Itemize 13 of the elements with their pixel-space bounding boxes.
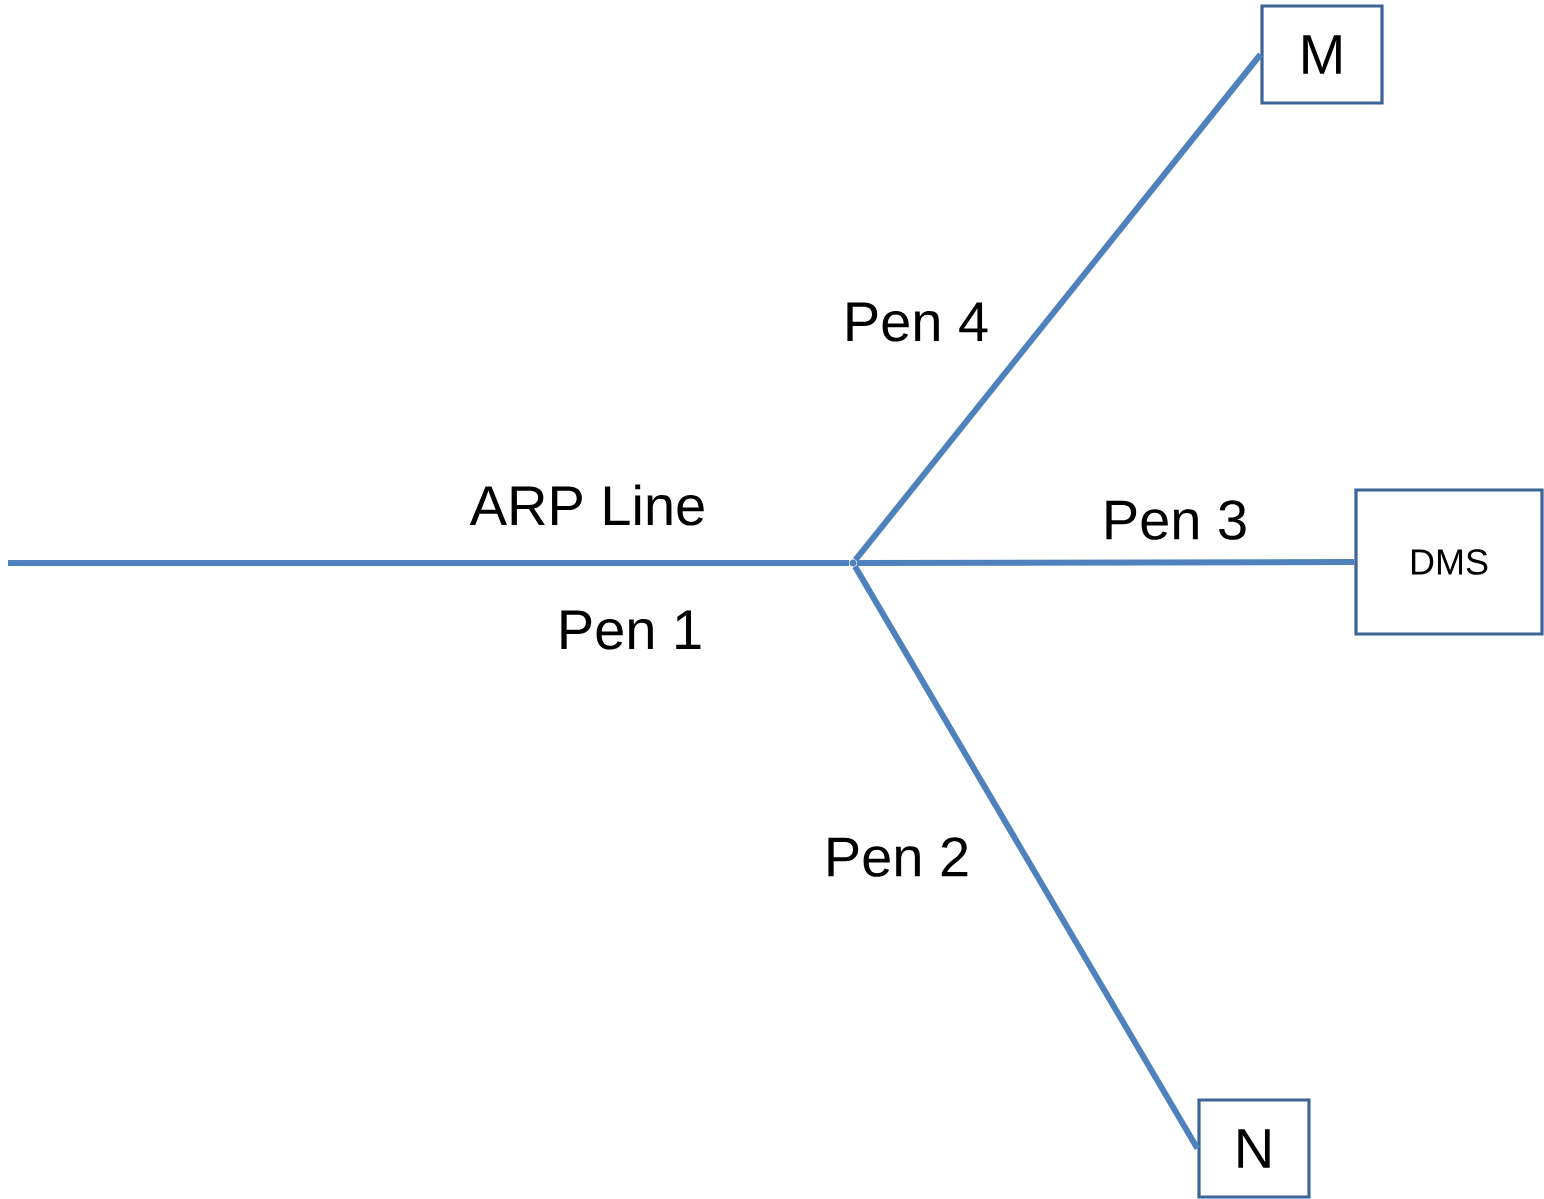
edge-label: Pen 2 xyxy=(828,837,968,877)
line xyxy=(853,52,1263,562)
line xyxy=(852,564,1200,1151)
line xyxy=(856,559,1355,566)
edge-label: Pen 4 xyxy=(847,302,988,342)
label-box: M xyxy=(1260,4,1384,105)
edge-label: Pen 1 xyxy=(561,610,701,650)
label-box: DMS xyxy=(1354,488,1544,636)
junction-point xyxy=(849,559,857,567)
label-box: N xyxy=(1197,1098,1311,1199)
edge-label: Pen 3 xyxy=(1106,500,1246,540)
line-label: ARP Line xyxy=(469,484,704,526)
line xyxy=(8,560,850,566)
